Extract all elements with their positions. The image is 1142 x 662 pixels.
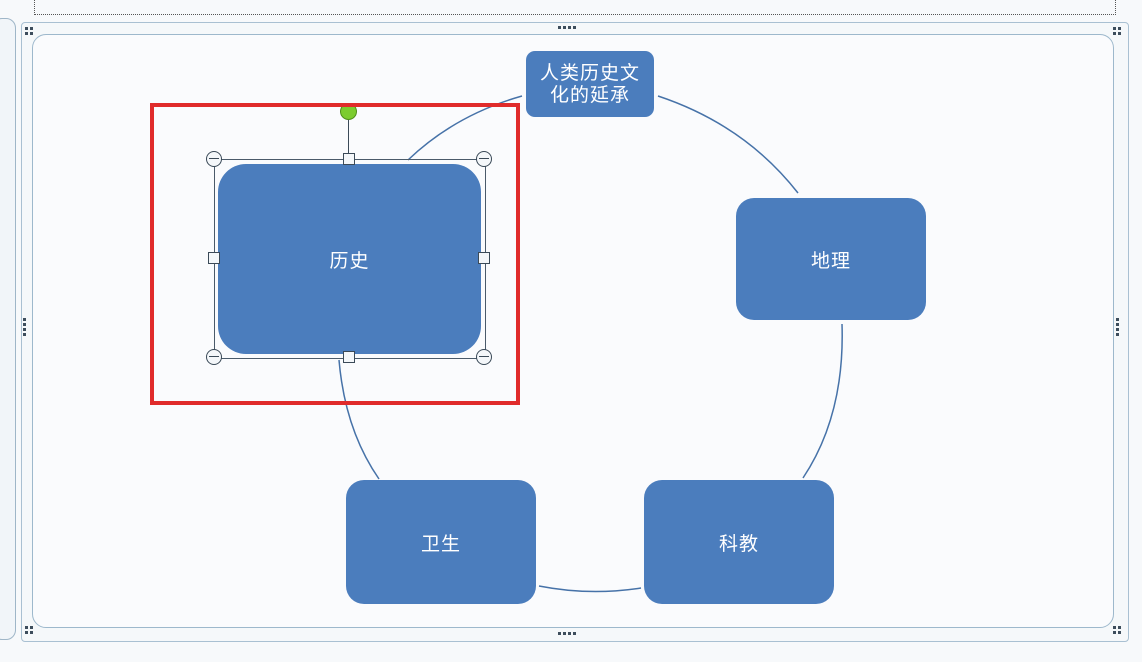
frame-grip-right[interactable] <box>1116 318 1119 336</box>
resize-handle-top-left[interactable] <box>206 151 222 167</box>
highlight-annotation-box <box>150 103 520 405</box>
frame-grip-top-left[interactable] <box>25 27 33 35</box>
resize-handle-bottom-left[interactable] <box>206 349 222 365</box>
rotation-handle-stem <box>348 119 349 153</box>
smartart-drawing-area[interactable] <box>32 34 1114 628</box>
cycle-center-title-node[interactable]: 人类历史文 化的延承 <box>526 51 654 117</box>
frame-grip-bottom[interactable] <box>558 632 576 635</box>
resize-handle-top-right[interactable] <box>476 151 492 167</box>
frame-grip-bottom-left[interactable] <box>25 626 33 634</box>
frame-grip-top[interactable] <box>558 26 576 29</box>
cycle-node-history[interactable]: 历史 <box>218 164 481 354</box>
text-placeholder-border <box>34 0 1116 15</box>
cycle-node-geography[interactable]: 地理 <box>736 198 926 320</box>
resize-handle-bottom[interactable] <box>343 351 355 363</box>
resize-handle-top[interactable] <box>343 153 355 165</box>
cycle-node-science-education[interactable]: 科教 <box>644 480 834 604</box>
frame-grip-left[interactable] <box>23 318 26 336</box>
resize-handle-bottom-right[interactable] <box>476 349 492 365</box>
resize-handle-right[interactable] <box>478 252 490 264</box>
resize-handle-left[interactable] <box>208 252 220 264</box>
cycle-node-hygiene[interactable]: 卫生 <box>346 480 536 604</box>
frame-grip-top-right[interactable] <box>1113 27 1121 35</box>
text-pane-edge[interactable] <box>0 18 16 640</box>
frame-grip-bottom-right[interactable] <box>1113 626 1121 634</box>
